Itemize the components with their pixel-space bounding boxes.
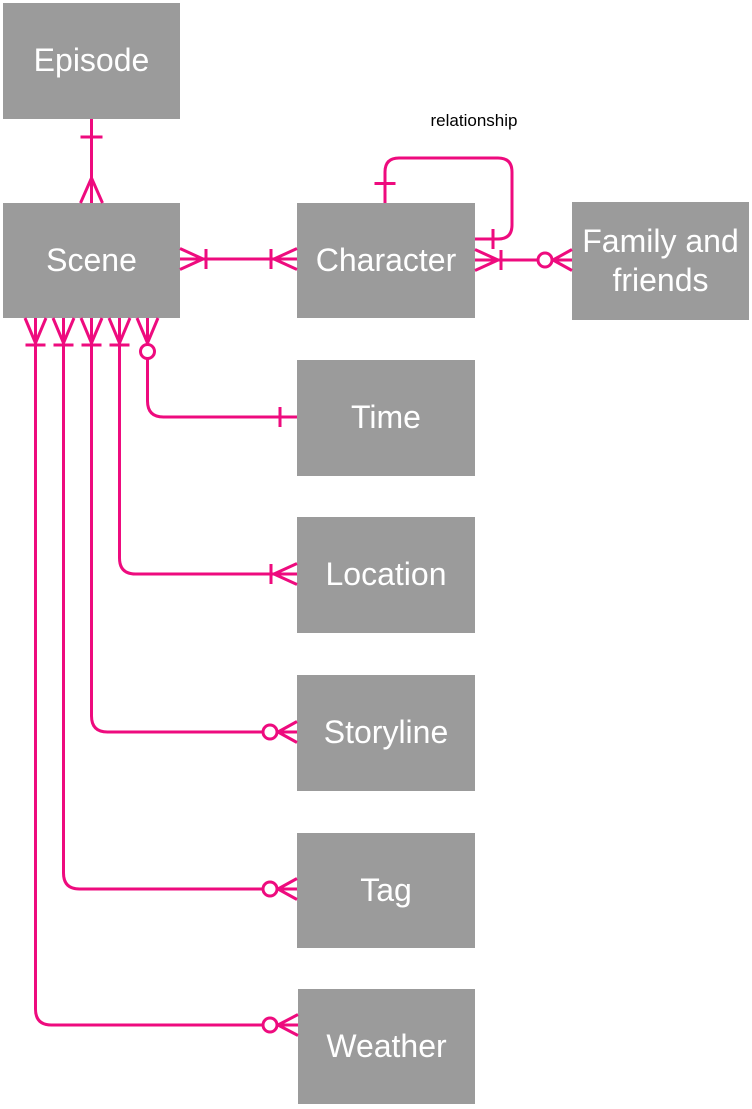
- connector-scene-weather: [23, 317, 299, 1037]
- entity-location-label: Location: [325, 556, 447, 593]
- entity-time-label: Time: [351, 399, 421, 436]
- entity-weather: Weather: [298, 989, 475, 1104]
- entity-time: Time: [297, 360, 475, 476]
- connector-scene-character: [179, 247, 298, 271]
- connector-scene-time: [135, 317, 297, 427]
- entity-character-label: Character: [315, 241, 457, 278]
- entity-scene: Scene: [3, 203, 180, 318]
- entity-episode-label: Episode: [33, 42, 150, 79]
- entity-family-and-friends: Family and friends: [572, 202, 749, 320]
- connector-scene-tag: [51, 317, 298, 901]
- entity-weather-label: Weather: [326, 1027, 447, 1064]
- connector-scene-storyline: [79, 317, 298, 744]
- entity-family-and-friends-label: Family and friends: [582, 222, 739, 298]
- connector-scene-location: [107, 317, 298, 586]
- relationship-annotation: relationship: [430, 111, 518, 130]
- entity-character: Character: [297, 203, 475, 318]
- entity-scene-label: Scene: [46, 241, 137, 278]
- entity-storyline-label: Storyline: [323, 714, 449, 751]
- entity-storyline: Storyline: [297, 675, 475, 791]
- entity-location: Location: [297, 517, 475, 633]
- entity-tag: Tag: [297, 833, 475, 948]
- entity-tag-label: Tag: [360, 871, 412, 908]
- entity-episode: Episode: [3, 3, 180, 119]
- connector-episode-scene: [79, 119, 104, 204]
- connector-character-family: [474, 248, 573, 272]
